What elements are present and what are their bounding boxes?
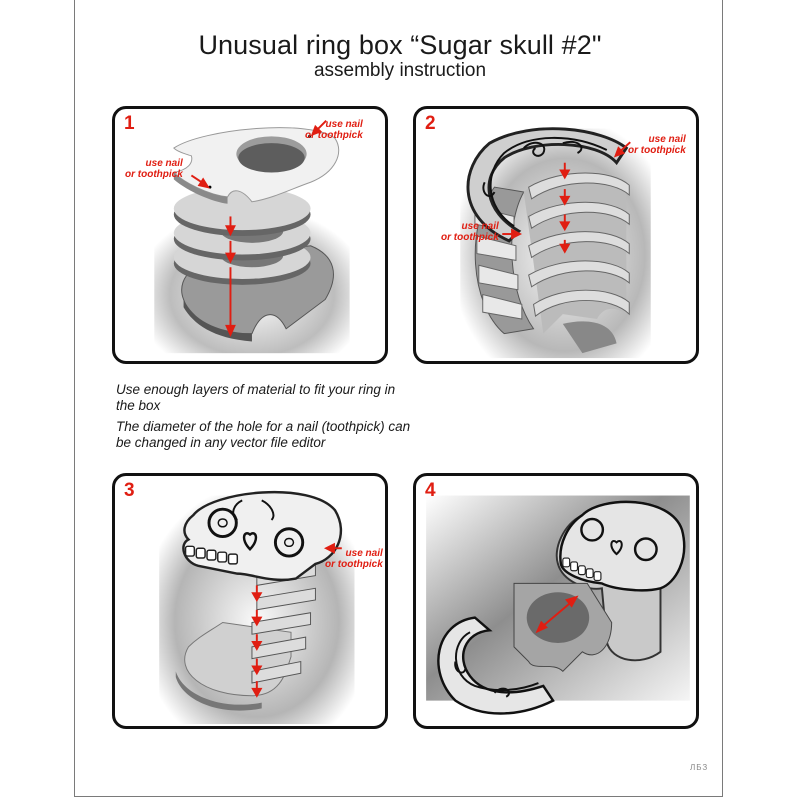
nail-note: use nail or toothpick: [441, 221, 499, 243]
step-1-illustration: [154, 120, 350, 354]
step-number: 1: [124, 113, 135, 134]
step-number: 4: [425, 480, 436, 501]
nail-note: use nail or toothpick: [628, 134, 686, 156]
nail-note: use nail or toothpick: [125, 158, 183, 180]
step-1-panel: 1 use nail or toothpick use nail or toot…: [112, 106, 388, 364]
step-4-illustration: [426, 495, 690, 715]
step-2-illustration: [460, 127, 651, 359]
instruction-layers: Use enough layers of material to fit you…: [116, 382, 396, 413]
step-number: 3: [124, 480, 135, 501]
step-2-panel: 2 use nail or toothpick use nail or toot…: [413, 106, 699, 364]
step-4-panel: 4: [413, 473, 699, 729]
nail-note: use nail or toothpick: [305, 119, 363, 141]
step-3-panel: 3 use nail or toothpick: [112, 473, 388, 729]
nail-note: use nail or toothpick: [325, 548, 383, 570]
page-subtitle: assembly instruction: [313, 60, 487, 81]
step-3-illustration: [159, 490, 355, 725]
page-title: Unusual ring box “Sugar skull #2": [198, 30, 602, 60]
instruction-hole-diameter: The diameter of the hole for a nail (too…: [116, 419, 411, 450]
brand-logo: ЛБЗ: [690, 763, 709, 772]
step-number: 2: [425, 113, 436, 134]
